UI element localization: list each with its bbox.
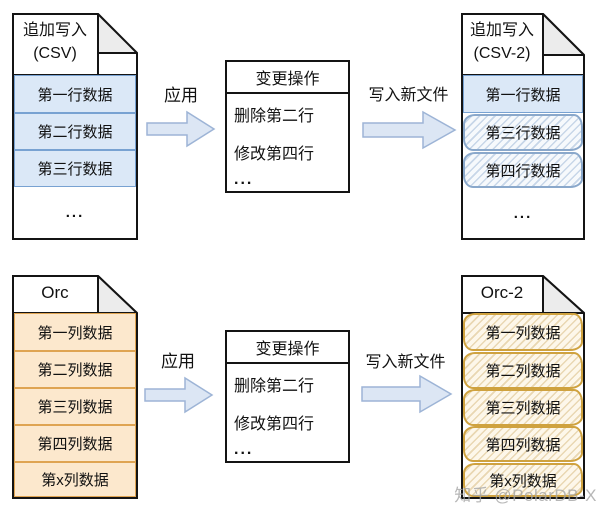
file-csv2: 追加写入 (CSV-2) 第一行数据 第三行数据 第四行数据 ... — [461, 13, 585, 240]
file-title-line: (CSV) — [33, 45, 77, 63]
table-row: 第一列数据 — [14, 313, 136, 351]
table-row: 第四列数据 — [14, 425, 136, 462]
right-arrow-icon — [362, 110, 457, 150]
file-title-line: (CSV-2) — [473, 45, 531, 63]
ops-item-more: ... — [234, 441, 254, 458]
file-title-line: Orc — [41, 283, 69, 302]
table-row-changed: 第四行数据 — [463, 152, 583, 188]
apply-label: 应用 — [164, 86, 198, 105]
file-title-line: 追加写入 — [469, 22, 534, 39]
file-title-line: 追加写入 — [22, 22, 87, 39]
ops-box: 变更操作 删除第二行 修改第四行 ... — [225, 60, 350, 193]
write-label: 写入新文件 — [368, 87, 449, 104]
file-orc: Orc 第一列数据 第二列数据 第三列数据 第四列数据 第x列数据 — [12, 275, 138, 499]
ops-item: 修改第四行 — [234, 146, 315, 163]
ops-item-more: ... — [234, 171, 254, 188]
file-title: 追加写入 (CSV-2) — [463, 19, 541, 65]
right-arrow-icon — [361, 374, 453, 414]
ops-item: 修改第四行 — [234, 416, 315, 433]
file-orc2: Orc-2 第一列数据 第二列数据 第三列数据 第四列数据 第x列数据 — [461, 275, 585, 499]
table-row-changed: 第四列数据 — [463, 426, 583, 462]
ops-item: 删除第二行 — [234, 378, 315, 395]
file-title: Orc-2 — [463, 283, 541, 303]
table-row-changed: 第一列数据 — [463, 313, 583, 351]
ops-item: 删除第二行 — [234, 108, 315, 125]
ops-box: 变更操作 删除第二行 修改第四行 ... — [225, 330, 350, 463]
zhihu-watermark: 知乎 @PolarDB-X — [454, 486, 597, 505]
table-row: 第一行数据 — [463, 75, 583, 113]
ops-box-body: 删除第二行 修改第四行 ... — [227, 94, 348, 189]
file-title: Orc — [14, 283, 96, 303]
table-row: 第三列数据 — [14, 388, 136, 425]
ops-box-title: 变更操作 — [227, 62, 348, 94]
file-title-line: Orc-2 — [480, 283, 524, 302]
ops-box-body: 删除第二行 修改第四行 ... — [227, 364, 348, 459]
ellipsis-row: ... — [65, 203, 85, 221]
table-row: 第二列数据 — [14, 351, 136, 388]
file-csv: 追加写入 (CSV) 第一行数据 第二行数据 第三行数据 ... — [12, 13, 138, 240]
ellipsis-row: ... — [513, 204, 533, 222]
table-row-changed: 第三行数据 — [463, 114, 583, 151]
right-arrow-icon — [146, 110, 216, 148]
apply-label: 应用 — [161, 352, 195, 371]
table-row: 第x列数据 — [14, 462, 136, 497]
ops-box-title: 变更操作 — [227, 332, 348, 364]
write-label: 写入新文件 — [365, 354, 446, 371]
table-row: 第三行数据 — [14, 150, 136, 187]
table-row: 第二行数据 — [14, 113, 136, 150]
right-arrow-icon — [144, 376, 214, 414]
table-row-changed: 第二列数据 — [463, 352, 583, 389]
table-row: 第一行数据 — [14, 75, 136, 113]
file-title: 追加写入 (CSV) — [14, 19, 96, 65]
table-row-changed: 第x列数据 — [463, 463, 583, 497]
table-row-changed: 第三列数据 — [463, 389, 583, 426]
